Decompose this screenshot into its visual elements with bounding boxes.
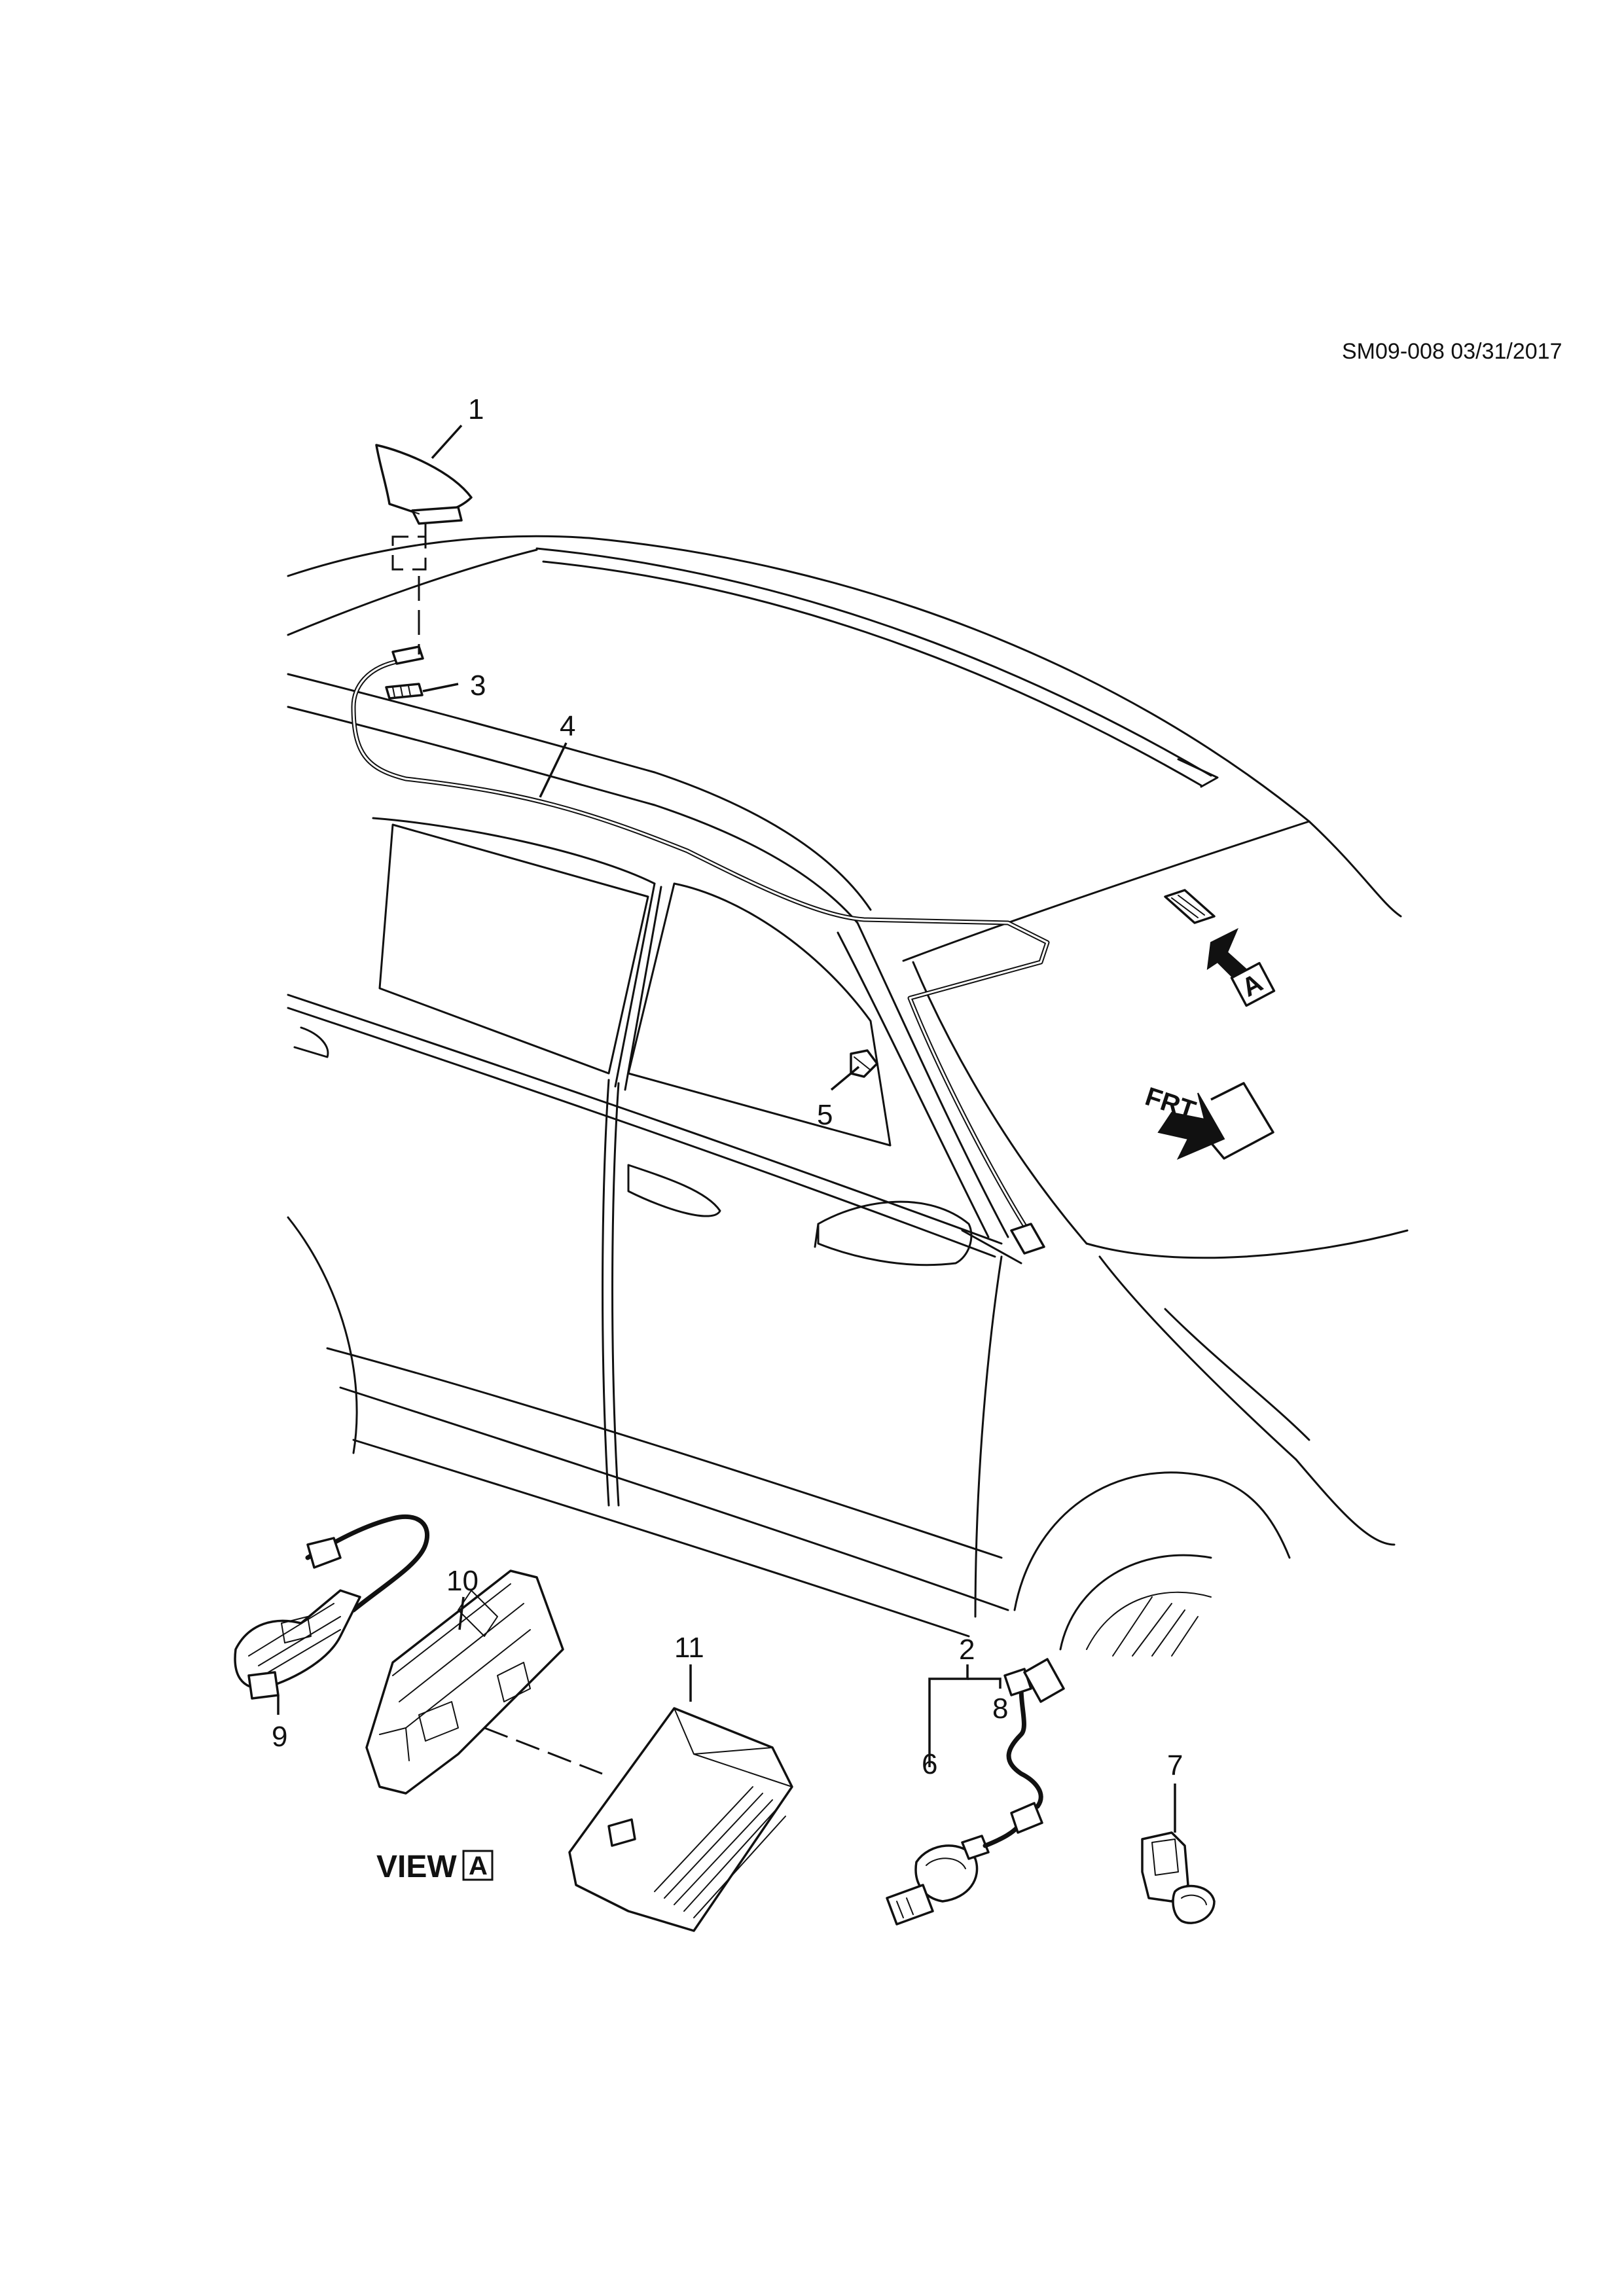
front-direction-arrow: FRT — [1142, 1082, 1274, 1160]
view-ref-letter: A — [469, 1852, 488, 1880]
view-a-label: VIEW A — [376, 1850, 494, 1884]
antenna-shark-fin — [375, 444, 473, 655]
leader-lines — [277, 424, 1176, 1833]
callout-6: 6 — [922, 1748, 937, 1780]
wiring-harness — [234, 1514, 430, 1700]
sensor-assembly — [886, 1658, 1065, 1926]
antenna-cable — [351, 645, 1050, 1255]
view-a-arrow: A — [1206, 927, 1276, 1007]
windshield-module — [1164, 889, 1216, 924]
module-cover — [568, 1707, 793, 1932]
vehicle-outline — [287, 535, 1409, 1657]
callout-8: 8 — [992, 1693, 1008, 1725]
callout-1: 1 — [468, 393, 484, 425]
antenna-clip — [385, 683, 424, 700]
callout-5: 5 — [817, 1099, 833, 1131]
callout-9: 9 — [272, 1721, 287, 1753]
view-label-text: VIEW — [376, 1850, 457, 1884]
callout-11: 11 — [674, 1632, 704, 1664]
callout-7: 7 — [1167, 1749, 1183, 1782]
callout-2: 2 — [959, 1634, 975, 1666]
reference-code: SM09-008 03/31/2017 — [1342, 339, 1562, 364]
fastener-clip — [850, 1049, 878, 1078]
module-bracket — [365, 1570, 603, 1795]
callout-10: 10 — [446, 1565, 478, 1597]
callouts: 1 2 3 4 5 6 7 8 9 10 11 — [272, 393, 1183, 1782]
callout-3: 3 — [470, 670, 486, 702]
sensor-part-7 — [1141, 1831, 1216, 1924]
view-ref-box — [462, 1850, 494, 1881]
callout-4: 4 — [560, 710, 575, 742]
front-label: FRT — [1142, 1082, 1199, 1125]
